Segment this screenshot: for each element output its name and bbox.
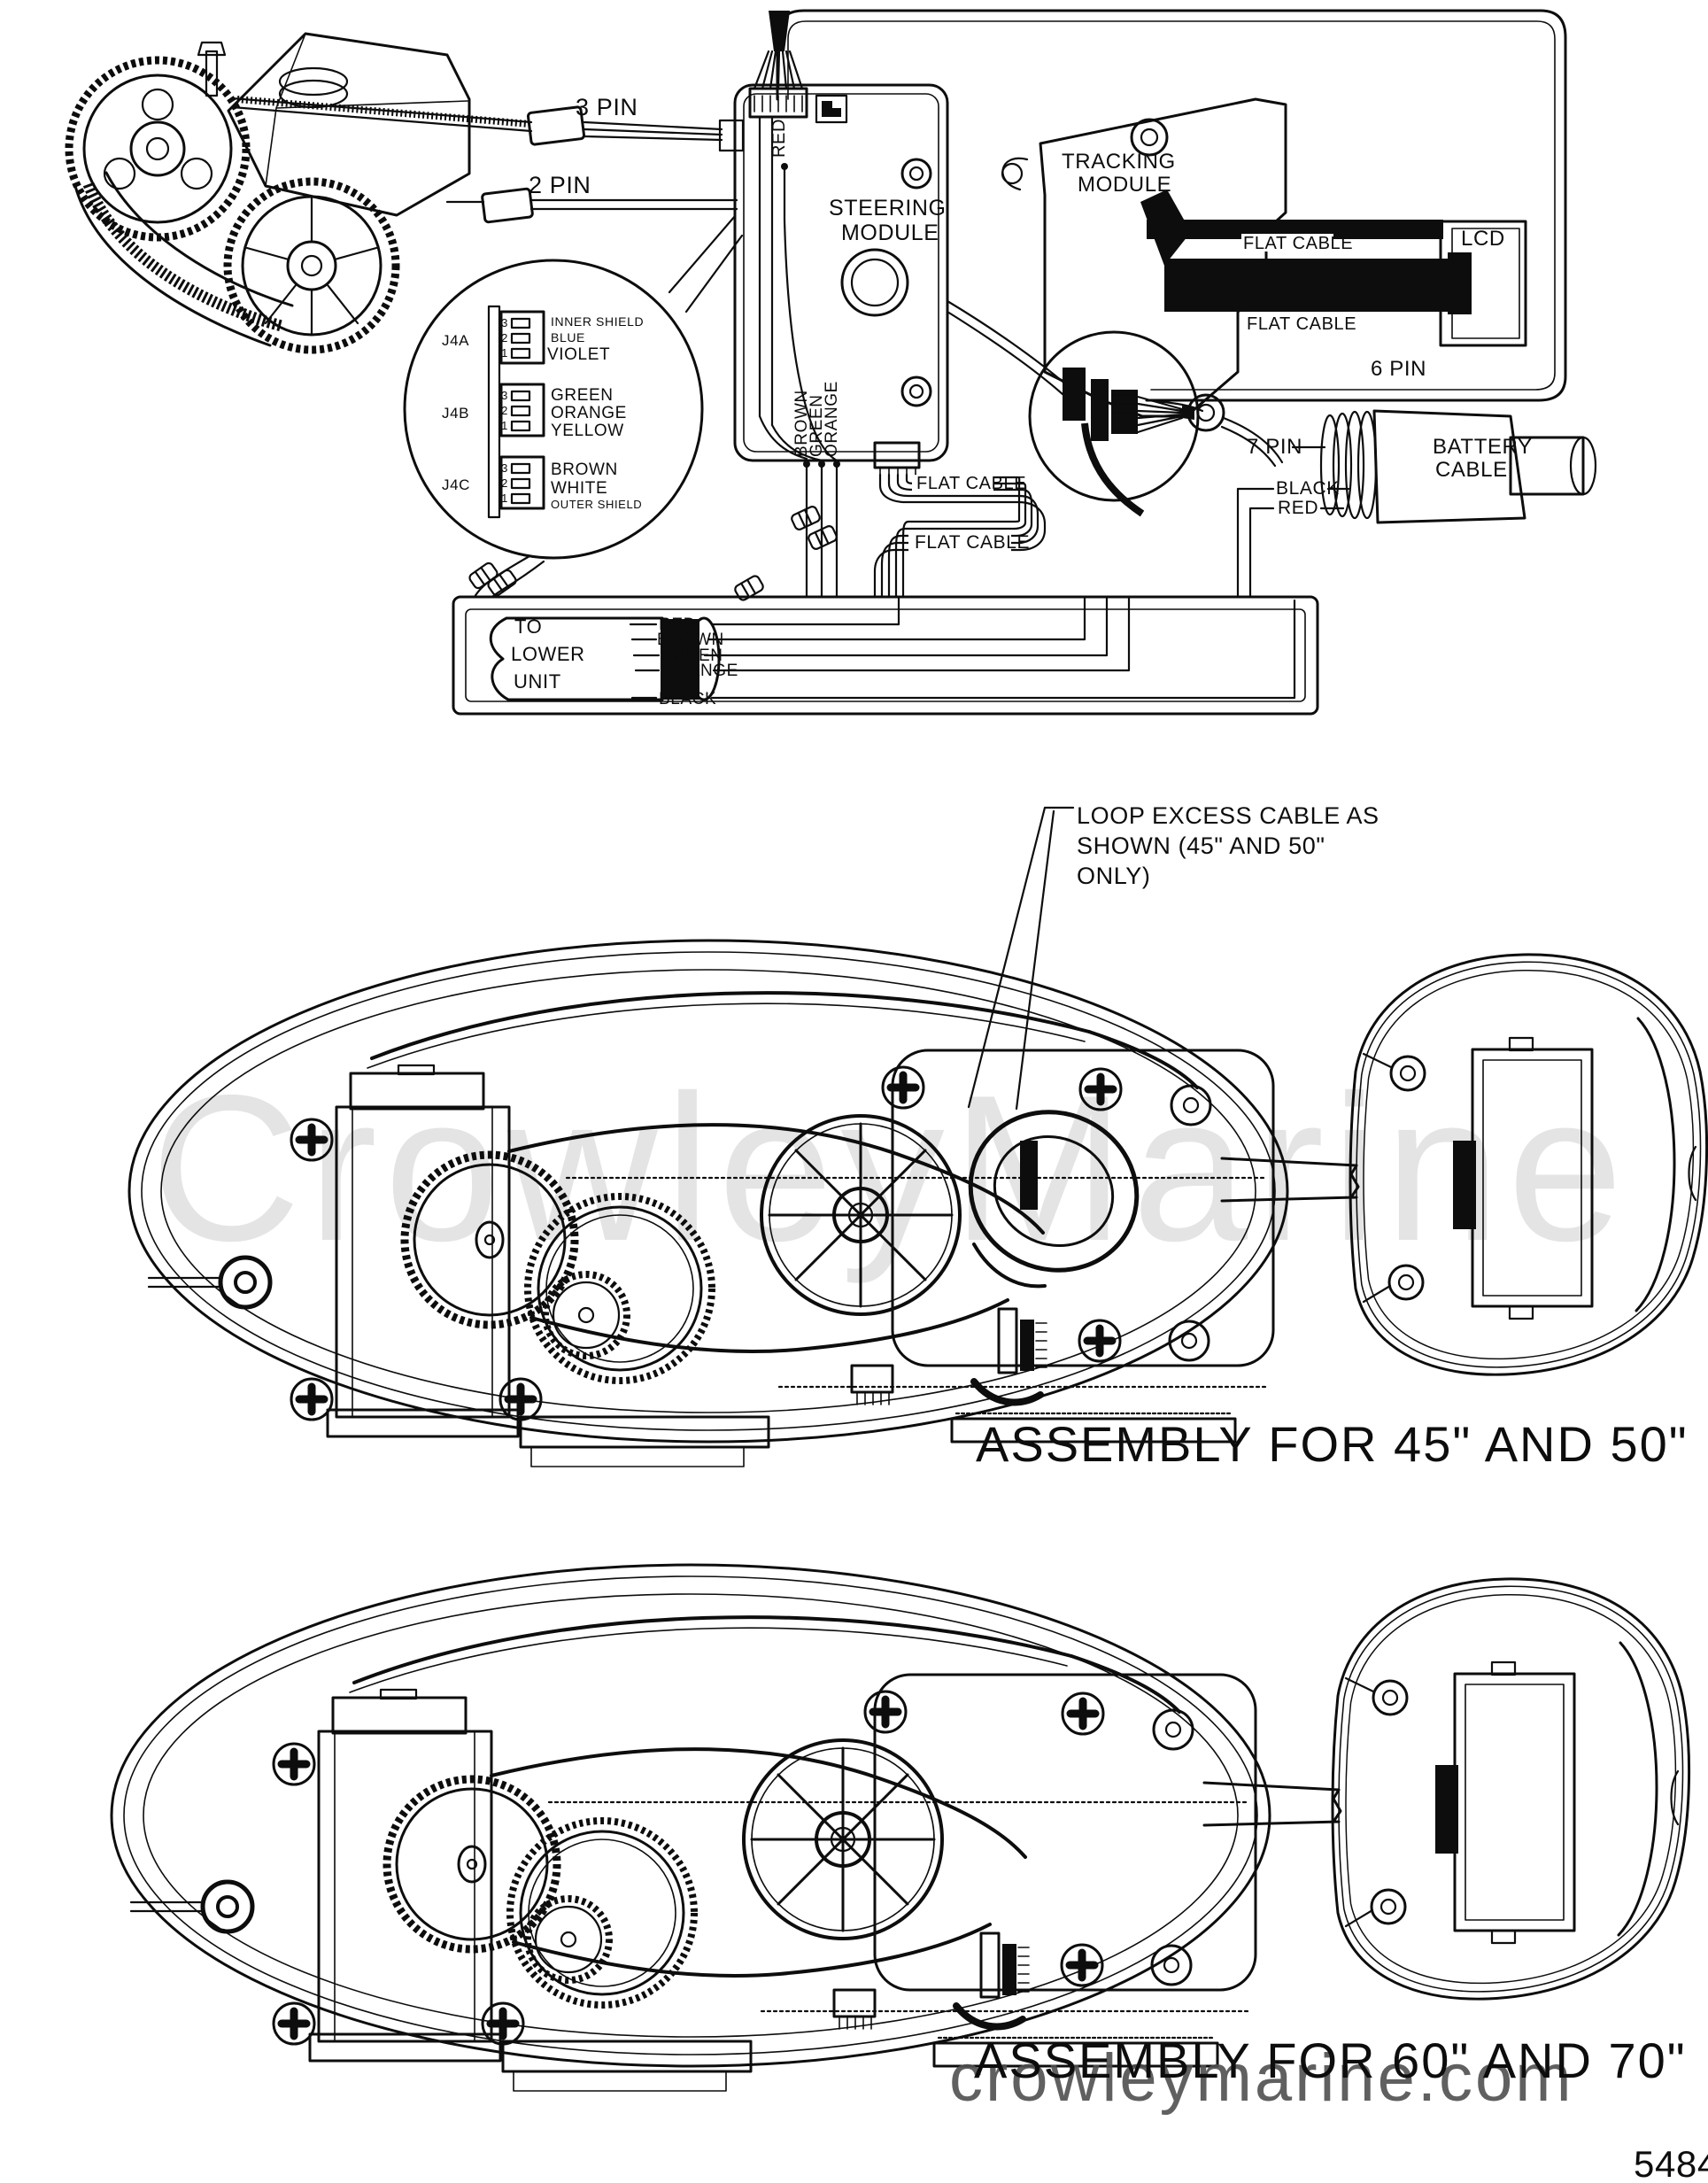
label-violet: VIOLET: [547, 345, 610, 364]
label-6-pin: 6 PIN: [1371, 357, 1426, 381]
steering-module-plate: STEERING MODULE RED: [733, 11, 949, 462]
label-white: WHITE: [551, 479, 607, 498]
label-j4b: J4B: [442, 405, 469, 422]
six-pin-cable-frame: 6 PIN: [776, 9, 1567, 413]
label-wire-brown: BROWN: [657, 631, 724, 649]
watermark-crowleymarine: CrowleyMarine: [151, 1051, 1630, 1284]
assembly-60-70-section: crowleymarine.com ASSEMBLY FOR 60" AND 7…: [112, 1565, 1689, 2116]
wiring-diagram-section: 3 PIN 2 PIN STEERING MODULE RED: [65, 9, 1597, 716]
svg-text:3: 3: [501, 316, 508, 329]
label-battery-cable: CABLE: [1435, 458, 1508, 482]
label-blue: BLUE: [551, 330, 585, 344]
label-unit: UNIT: [514, 670, 561, 693]
label-brown-vertical: BROWN: [792, 390, 811, 457]
label-to: TO: [514, 615, 542, 638]
watermark-crowleymarine-com: crowleymarine.com: [949, 2040, 1574, 2116]
label-j4c: J4C: [442, 476, 470, 493]
label-red-vertical: RED: [769, 119, 789, 158]
harness-wires: BROWN GREEN ORANGE: [789, 381, 841, 599]
svg-text:2: 2: [501, 476, 508, 490]
driven-pulley: [223, 177, 400, 354]
seven-pin-detail-circle: 7 PIN: [946, 299, 1302, 517]
callout-line-3: ONLY): [1077, 863, 1151, 889]
label-yellow: YELLOW: [551, 422, 624, 440]
title-assembly-45-50: ASSEMBLY FOR 45" AND 50": [976, 1416, 1689, 1472]
steering-motor-belt-drive: [65, 32, 533, 354]
steering-shaft-hole: [840, 248, 909, 317]
label-flat-cable-1: FLAT CABLE: [1243, 234, 1353, 253]
pin-connectors: 3 PIN 2 PIN: [445, 94, 745, 224]
flat-cables-to-lcd: FLAT CABLE FLAT CABLE LCD: [1140, 190, 1527, 347]
label-lcd: LCD: [1461, 227, 1505, 251]
loop-callout: LOOP EXCESS CABLE AS SHOWN (45" AND 50" …: [967, 802, 1380, 1111]
lower-unit-cable: TO LOWER UNIT: [489, 615, 721, 701]
battery-cable-plug: BATTERY CABLE BLACK RED: [1236, 409, 1597, 599]
label-steering-module: MODULE: [841, 221, 939, 245]
callout-line-2: SHOWN (45" AND 50": [1077, 832, 1325, 859]
flat-cable-nest: FLAT CABLE FLAT CABLE: [873, 441, 1047, 599]
label-flat-cable-3: FLAT CABLE: [916, 474, 1026, 493]
label-tracking: TRACKING: [1062, 150, 1176, 174]
callout-line-1: LOOP EXCESS CABLE AS: [1077, 802, 1380, 829]
svg-text:1: 1: [501, 419, 508, 432]
svg-text:2: 2: [501, 404, 508, 417]
lower-unit-cable-loop: TO LOWER UNIT RED BROWN GREEN ORANGE BLA…: [452, 595, 1319, 716]
label-brown: BROWN: [551, 461, 618, 479]
assembly-45-50-section: LOOP EXCESS CABLE AS SHOWN (45" AND 50" …: [129, 802, 1707, 1472]
label-flat-cable-4: FLAT CABLE: [915, 532, 1030, 553]
label-wire-red: RED: [659, 615, 696, 634]
connector-j4a: 3 2 1 J4A INNER SHIELD BLUE VIOLET: [442, 310, 644, 365]
page-number: 5484: [1634, 2143, 1708, 2183]
label-outer-shield: OUTER SHIELD: [551, 498, 642, 511]
tracking-module-plate: TRACKING MODULE: [1001, 97, 1287, 418]
svg-text:3: 3: [501, 461, 508, 475]
label-inner-shield: INNER SHIELD: [551, 314, 644, 329]
label-wire-black: BLACK: [659, 690, 716, 708]
label-tracking-module: MODULE: [1078, 173, 1171, 197]
svg-text:1: 1: [501, 492, 508, 505]
title-assembly-60-70: ASSEMBLY FOR 60" AND 70": [974, 2032, 1687, 2088]
excess-cable-loop: [968, 1110, 1140, 1289]
label-flat-cable-2: FLAT CABLE: [1247, 314, 1356, 334]
j4-connector-detail-circle: 3 2 1 J4A INNER SHIELD BLUE VIOLET 3 2 1…: [403, 214, 766, 603]
label-wire-orange: ORANGE: [662, 662, 738, 680]
label-wire-green: GREEN: [661, 646, 723, 665]
drive-wheel: [65, 56, 251, 242]
svg-text:1: 1: [501, 346, 508, 360]
label-orange-vertical: ORANGE: [823, 381, 841, 457]
label-j4a: J4A: [442, 332, 469, 349]
connector-j4b: 3 2 1 J4B GREEN ORANGE YELLOW: [442, 383, 627, 440]
svg-text:2: 2: [501, 331, 508, 344]
label-black: BLACK: [1276, 478, 1340, 499]
label-orange: ORANGE: [551, 404, 627, 422]
connector-j4c: 3 2 1 J4C BROWN WHITE OUTER SHIELD: [442, 455, 642, 511]
label-lower: LOWER: [511, 643, 585, 665]
svg-text:3: 3: [501, 389, 508, 402]
label-red: RED: [1278, 498, 1318, 518]
label-3-pin: 3 PIN: [576, 94, 638, 120]
label-green-vertical: GREEN: [808, 394, 826, 457]
label-steering: STEERING: [829, 196, 947, 221]
label-2-pin: 2 PIN: [529, 172, 591, 198]
label-green: GREEN: [551, 386, 614, 405]
label-battery: BATTERY: [1433, 435, 1533, 459]
